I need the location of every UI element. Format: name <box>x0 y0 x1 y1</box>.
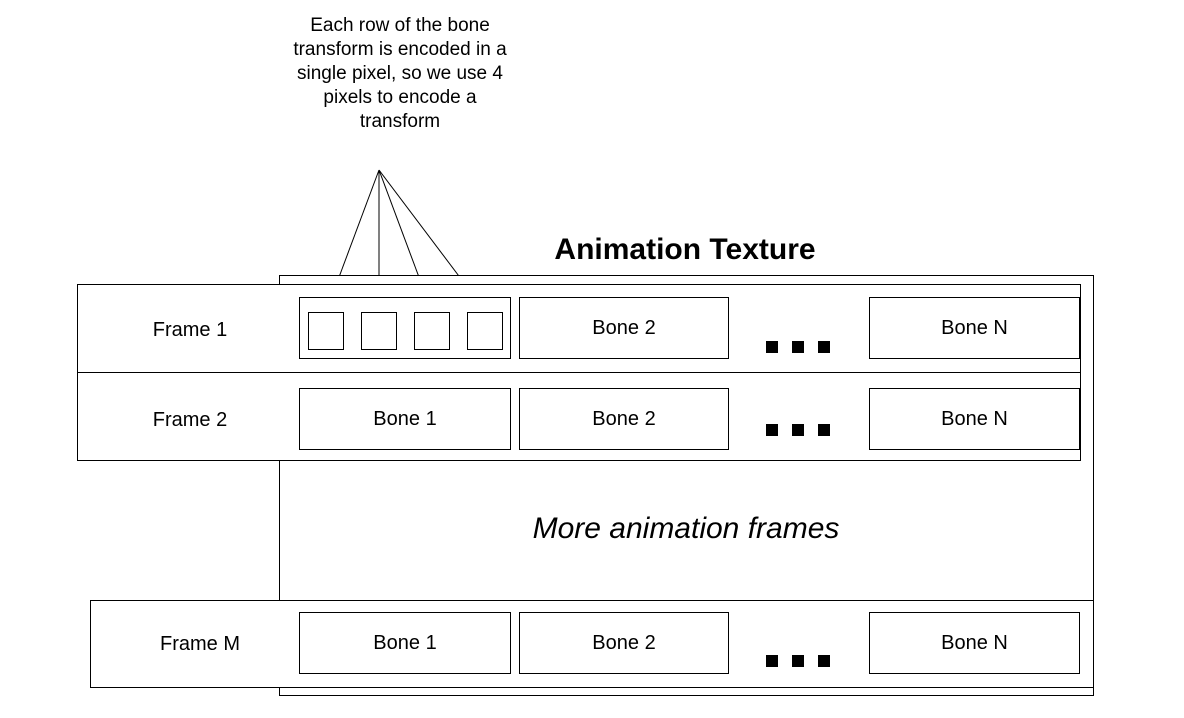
more-frames-label: More animation frames <box>532 512 840 545</box>
frame-label: Frame 1 <box>152 318 228 341</box>
note-line: transform is encoded in a <box>293 39 507 60</box>
ellipsis-dot <box>766 424 778 436</box>
bone-box: Bone N <box>869 388 1080 450</box>
ellipsis-dot <box>766 341 778 353</box>
ellipsis-dot <box>818 424 830 436</box>
pixel-row-4 <box>467 312 503 350</box>
bone-box: Bone 2 <box>519 388 729 450</box>
ellipsis-dot <box>792 341 804 353</box>
pixel-encoding-note: Each row of the bone transform is encode… <box>255 14 545 134</box>
pixel-row-2 <box>361 312 397 350</box>
note-line: single pixel, so we use 4 <box>297 63 503 84</box>
bone-box: Bone 2 <box>519 612 729 674</box>
bone-box: Bone N <box>869 612 1080 674</box>
ellipsis-dot <box>792 424 804 436</box>
frame-label: Frame M <box>160 632 240 655</box>
bone-box: Bone 2 <box>519 297 729 359</box>
ellipsis-dot <box>766 655 778 667</box>
pixel-row-1 <box>308 312 344 350</box>
frame-label: Frame 2 <box>152 408 228 431</box>
ellipsis-dot <box>818 655 830 667</box>
note-line: pixels to encode a <box>323 87 477 108</box>
ellipsis-dot <box>818 341 830 353</box>
pixel-row-3 <box>414 312 450 350</box>
bone-box: Bone 1 <box>299 612 511 674</box>
bone-box: Bone 1 <box>299 388 511 450</box>
note-line: Each row of the bone <box>310 15 490 36</box>
ellipsis-dot <box>792 655 804 667</box>
bone-box: Bone N <box>869 297 1080 359</box>
note-line: transform <box>359 111 441 132</box>
texture-title: Animation Texture <box>554 233 816 266</box>
